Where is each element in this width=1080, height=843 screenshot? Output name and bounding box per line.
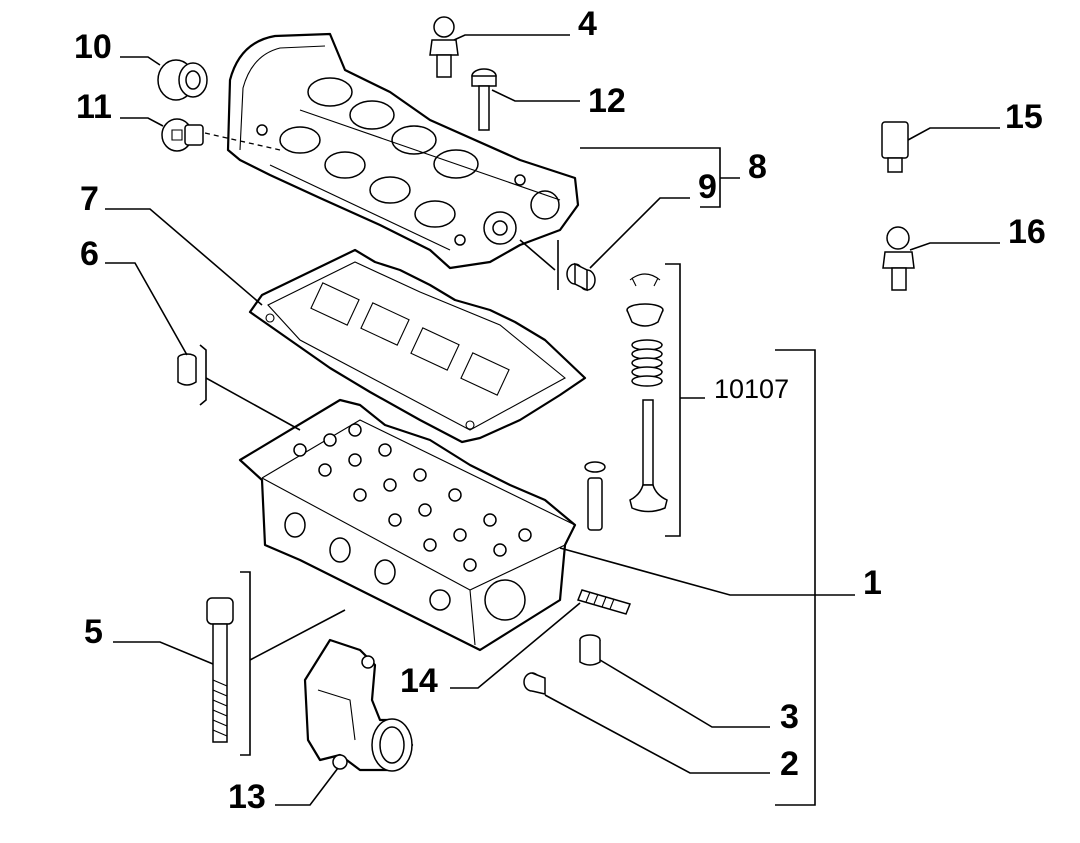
callout-12: 12: [588, 82, 626, 120]
part-14-stud: [576, 589, 632, 615]
part-5-bolt: [206, 597, 234, 743]
assembly-brackets: [199, 147, 816, 806]
part-11-screw-plug: [161, 118, 204, 152]
callout-2: 2: [780, 745, 799, 783]
valve-assembly-drawing: [584, 273, 668, 531]
camshaft-carrier-drawing: [226, 32, 580, 270]
part-10-plug: [157, 59, 208, 101]
callout-10: 10: [74, 28, 112, 66]
callout-4: 4: [578, 5, 597, 43]
part-4-sensor: [429, 16, 459, 78]
callout-15: 15: [1005, 98, 1043, 136]
part-15-nut: [881, 121, 909, 173]
callout-3: 3: [780, 698, 799, 736]
gasket-drawing: [248, 248, 587, 444]
assembly-code-label: 10107: [714, 374, 789, 404]
part-2-plug: [523, 672, 546, 695]
part-6-dowel: [177, 353, 197, 386]
callout-14: 14: [400, 662, 438, 700]
thermostat-housing-drawing: [303, 638, 414, 772]
part-3-dowel: [579, 634, 601, 666]
callout-labels: 10 11 4 12 15 8 9 7 16 6 10107 1 5 14 3 …: [74, 5, 1046, 816]
callout-11: 11: [76, 88, 112, 126]
callout-6: 6: [80, 235, 99, 273]
leader-lines: [105, 34, 1000, 806]
callout-16: 16: [1008, 213, 1046, 251]
small-parts-drawings: [157, 16, 915, 743]
callout-13: 13: [228, 778, 266, 816]
callout-8: 8: [748, 148, 767, 186]
part-12-bolt: [471, 68, 497, 131]
callout-7: 7: [80, 180, 99, 218]
cylinder-head-drawing: [238, 398, 577, 652]
part-16-sensor: [882, 226, 915, 291]
part-9-bush: [566, 262, 596, 292]
callout-1: 1: [863, 564, 882, 602]
callout-9: 9: [698, 168, 717, 206]
callout-5: 5: [84, 613, 103, 651]
